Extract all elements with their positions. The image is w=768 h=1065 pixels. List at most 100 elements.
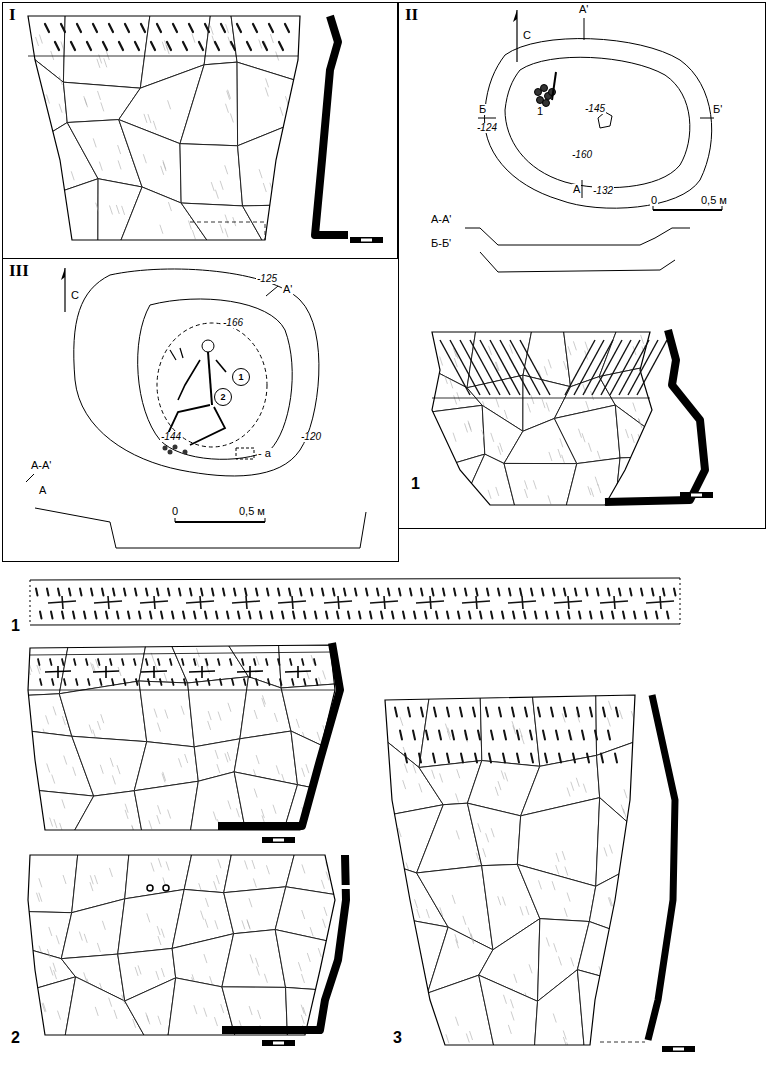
drawn-line bbox=[265, 518, 266, 522]
find-object bbox=[552, 72, 556, 100]
sherd-pattern bbox=[25, 853, 337, 1038]
ornament-strip bbox=[30, 578, 680, 625]
ornament bbox=[57, 666, 59, 678]
plan-label: -160 bbox=[571, 150, 593, 160]
figure-panel: II bbox=[398, 2, 766, 529]
section-profile bbox=[35, 508, 366, 548]
scale-bar bbox=[662, 1046, 695, 1052]
ornament bbox=[440, 340, 667, 395]
ornament bbox=[153, 666, 155, 678]
scale-bar bbox=[262, 837, 295, 843]
plan-label: -144 bbox=[160, 432, 182, 442]
north-arrow-head bbox=[61, 268, 65, 280]
drawn-line bbox=[600, 1042, 645, 1043]
bone bbox=[173, 445, 178, 450]
ornament bbox=[38, 659, 316, 665]
plan-label: А-А' bbox=[430, 214, 452, 225]
ornament bbox=[405, 754, 617, 763]
drawn-line bbox=[30, 652, 332, 655]
pit-outline bbox=[484, 39, 711, 209]
plan-label: -166 bbox=[222, 318, 244, 328]
grave-outline bbox=[74, 269, 319, 476]
section-profile bbox=[480, 252, 675, 272]
drawn-line bbox=[175, 518, 176, 522]
bone bbox=[216, 360, 226, 372]
skull bbox=[202, 340, 214, 352]
plan-label: 0 bbox=[650, 195, 658, 206]
vessel-profile bbox=[218, 643, 340, 826]
plan-label: 0,5 м bbox=[700, 195, 728, 206]
plan-label: А bbox=[38, 485, 47, 496]
bone bbox=[183, 450, 188, 455]
plan-label: 1 bbox=[536, 106, 544, 117]
grave-pit bbox=[138, 299, 293, 459]
ornament bbox=[249, 666, 251, 678]
plan-label: -125 bbox=[256, 274, 278, 284]
plan-label: -124 bbox=[476, 123, 498, 133]
panel-numeral: II bbox=[405, 6, 418, 23]
ornament bbox=[36, 589, 676, 596]
figure-number: 2 bbox=[10, 1030, 21, 1046]
ornament bbox=[395, 708, 618, 717]
plan-label: -120 bbox=[300, 432, 322, 442]
section-mark bbox=[700, 118, 714, 119]
burial-outline bbox=[157, 323, 267, 447]
vessel-profile bbox=[648, 695, 675, 1040]
vessel-profile bbox=[222, 855, 346, 1030]
scale-bar bbox=[680, 492, 713, 498]
section-mark bbox=[582, 180, 583, 198]
plan-label: А' bbox=[578, 4, 589, 15]
drawn-line bbox=[190, 222, 265, 240]
find-number-circle: 1 bbox=[232, 368, 250, 386]
ornament bbox=[297, 666, 299, 678]
hole bbox=[163, 885, 169, 891]
sherd-pattern bbox=[25, 14, 305, 248]
scale-line bbox=[175, 521, 265, 523]
bone bbox=[180, 348, 183, 358]
ornament bbox=[40, 679, 318, 685]
vessel-outline bbox=[385, 695, 635, 1045]
plan-label: А' bbox=[282, 284, 293, 295]
plan-label: А bbox=[572, 184, 581, 195]
ornament bbox=[55, 42, 283, 50]
vessel-profile bbox=[605, 330, 705, 502]
panel-numeral: III bbox=[9, 262, 29, 279]
callout-number: 2 bbox=[220, 393, 225, 402]
pit-floor bbox=[505, 57, 690, 187]
section-profile bbox=[465, 228, 690, 245]
plan-label: 0,5 м bbox=[238, 506, 266, 517]
plan-label: Б bbox=[478, 104, 487, 115]
sherd-pattern bbox=[25, 645, 337, 835]
section-mark bbox=[584, 18, 585, 40]
plan-label: С bbox=[522, 30, 532, 41]
drawn-line bbox=[722, 206, 723, 210]
ornament bbox=[400, 731, 610, 740]
drawn-line bbox=[28, 690, 335, 691]
vessel-outline bbox=[432, 332, 652, 505]
section-mark bbox=[266, 286, 278, 296]
legend-text: - а bbox=[257, 448, 272, 459]
panel-numeral: I bbox=[9, 6, 16, 23]
drawn-line bbox=[432, 398, 650, 399]
find-number-circle: 2 bbox=[214, 388, 232, 406]
north-arrow-head bbox=[513, 10, 517, 22]
bone bbox=[163, 446, 168, 451]
drawn-line bbox=[653, 206, 654, 210]
plan-label: -132 bbox=[592, 186, 614, 196]
plan-label: 0 bbox=[171, 506, 179, 517]
ornament bbox=[201, 666, 203, 678]
sherd-pattern bbox=[430, 330, 654, 508]
figure-number: 3 bbox=[392, 1030, 403, 1046]
callout-number: 1 bbox=[238, 373, 243, 382]
figure-number: 1 bbox=[10, 618, 21, 634]
plan-label: Б-Б' bbox=[430, 238, 452, 249]
figure-panel: I bbox=[2, 2, 398, 259]
bone bbox=[170, 350, 176, 360]
hole bbox=[340, 885, 352, 889]
find-object bbox=[598, 112, 612, 128]
figure-number: 1 bbox=[410, 476, 421, 492]
ornament bbox=[40, 612, 669, 619]
drawn-line bbox=[28, 56, 298, 57]
ornament bbox=[45, 24, 289, 32]
